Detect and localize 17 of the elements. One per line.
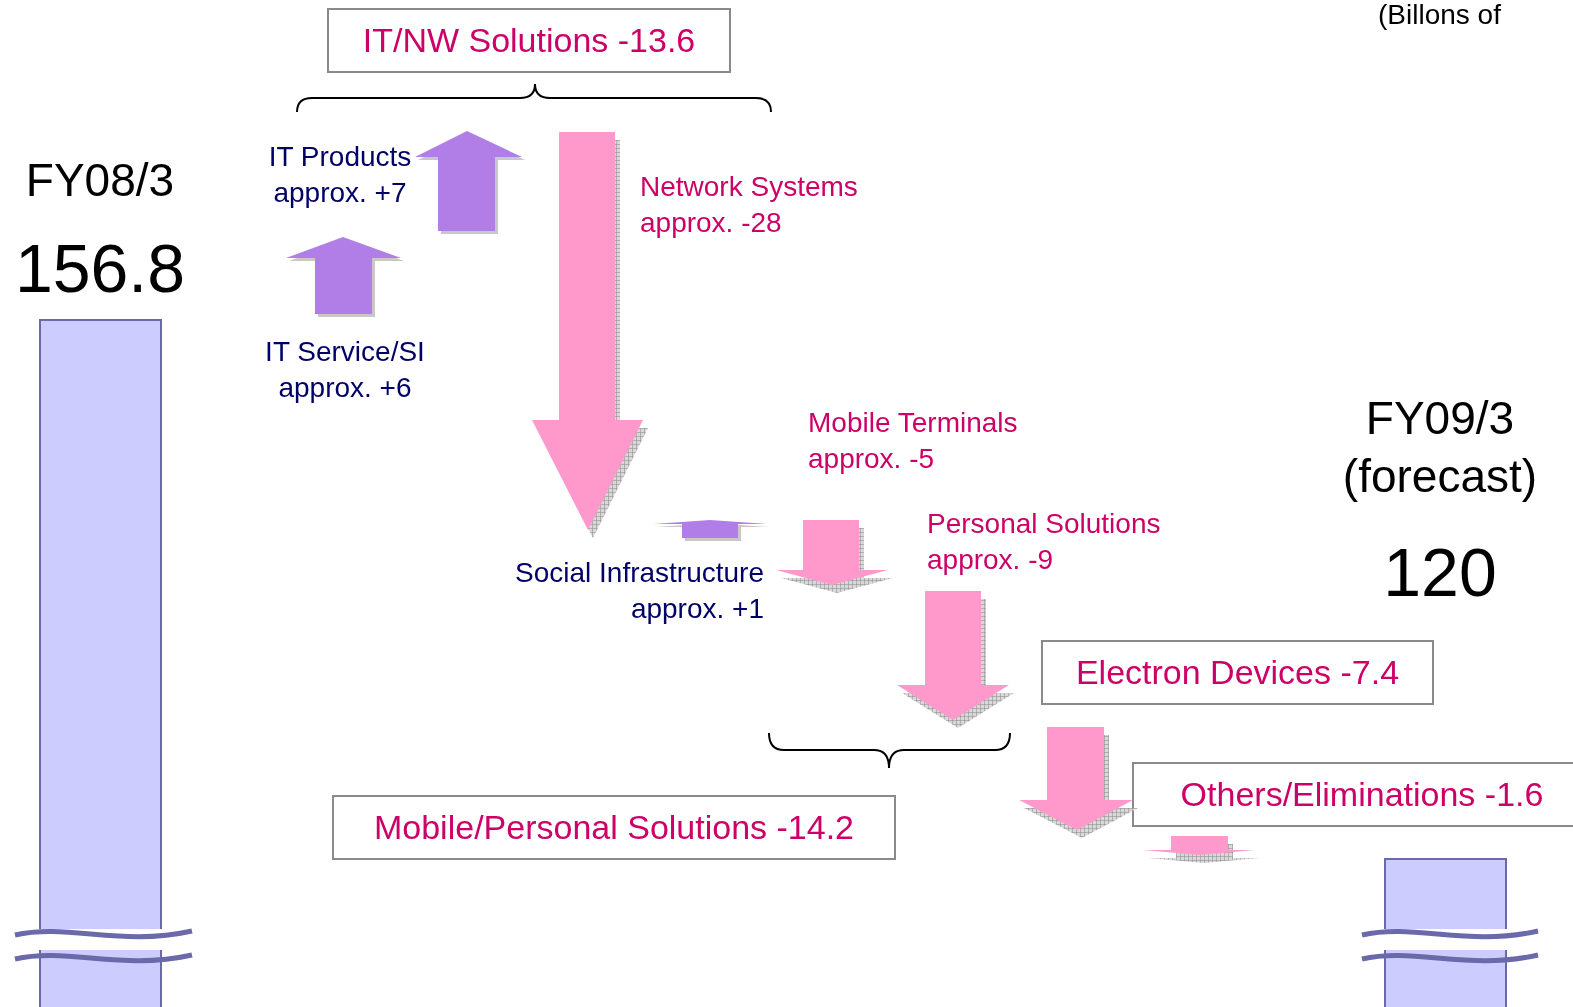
segment-box: Electron Devices -7.4 xyxy=(1041,640,1434,705)
segment-label: IT Products approx. +7 xyxy=(267,140,413,211)
segment-box: Mobile/Personal Solutions -14.2 xyxy=(332,795,896,860)
period-label: FY09/3 (forecast) xyxy=(1341,391,1539,504)
segment-label: Mobile Terminals approx. -5 xyxy=(808,406,1019,477)
value-bar xyxy=(1384,858,1507,929)
period-label: FY08/3 xyxy=(24,153,176,208)
value-bar xyxy=(39,319,162,929)
segment-label: Social Infrastructure approx. +1 xyxy=(514,556,764,627)
value-label: 156.8 xyxy=(13,229,187,308)
value-label: 120 xyxy=(1382,533,1498,612)
segment-label: Personal Solutions approx. -9 xyxy=(927,507,1162,578)
unit-note: (Billons of xyxy=(1378,0,1502,30)
segment-box: IT/NW Solutions -13.6 xyxy=(327,8,731,73)
segment-label: Network Systems approx. -28 xyxy=(640,170,859,241)
segment-label: IT Service/SI approx. +6 xyxy=(264,335,426,406)
segment-box: Others/Eliminations -1.6 xyxy=(1132,762,1573,827)
